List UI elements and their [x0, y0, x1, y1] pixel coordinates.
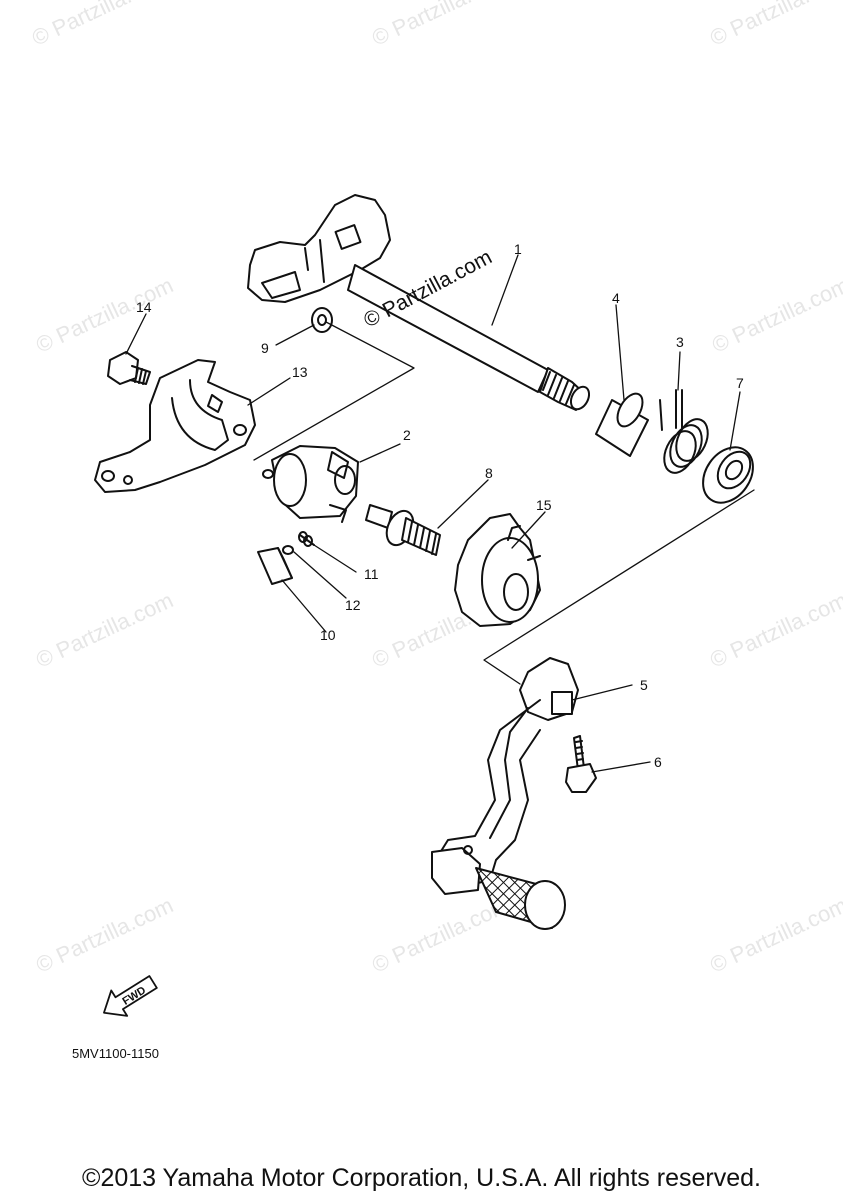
- callout-5: 5: [640, 677, 648, 693]
- bolt: [107, 351, 151, 385]
- washer: [311, 307, 333, 333]
- shift-shaft: [247, 194, 591, 411]
- copyright-notice: ©2013 Yamaha Motor Corporation, U.S.A. A…: [82, 1164, 761, 1192]
- callout-3: 3: [676, 334, 684, 350]
- callout-11: 11: [364, 566, 379, 582]
- leader-lines: [125, 254, 741, 773]
- callout-6: 6: [654, 754, 662, 770]
- stopper-plate: [94, 359, 256, 493]
- callout-2: 2: [403, 427, 411, 443]
- callout-4: 4: [612, 290, 620, 306]
- pin: [282, 545, 294, 555]
- callout-9: 9: [261, 340, 269, 356]
- stopper-lever: [257, 547, 293, 585]
- callout-12: 12: [345, 597, 361, 613]
- callout-8: 8: [485, 465, 493, 481]
- callout-10: 10: [320, 627, 336, 643]
- callout-14: 14: [136, 299, 152, 315]
- spring-small: [298, 531, 315, 547]
- guide-lines: [253, 321, 755, 685]
- fwd-arrow-icon: FWD: [103, 975, 158, 1017]
- shift-pedal: [431, 657, 579, 930]
- oil-seal: [702, 446, 754, 504]
- segment: [262, 445, 359, 523]
- shift-guide: [454, 513, 541, 627]
- segment-shaft: [365, 504, 441, 556]
- pedal-bolt: [565, 735, 597, 793]
- callout-7: 7: [736, 375, 744, 391]
- reference-code: 5MV1100-1150: [72, 1046, 159, 1061]
- torsion-spring: [659, 389, 709, 474]
- callout-15: 15: [536, 497, 552, 513]
- callouts: 1 2 3 4 5 6 7 8 9 10 11 12 13 14 15: [136, 241, 744, 770]
- collar: [595, 392, 649, 457]
- callout-1: 1: [514, 241, 522, 257]
- callout-13: 13: [292, 364, 308, 380]
